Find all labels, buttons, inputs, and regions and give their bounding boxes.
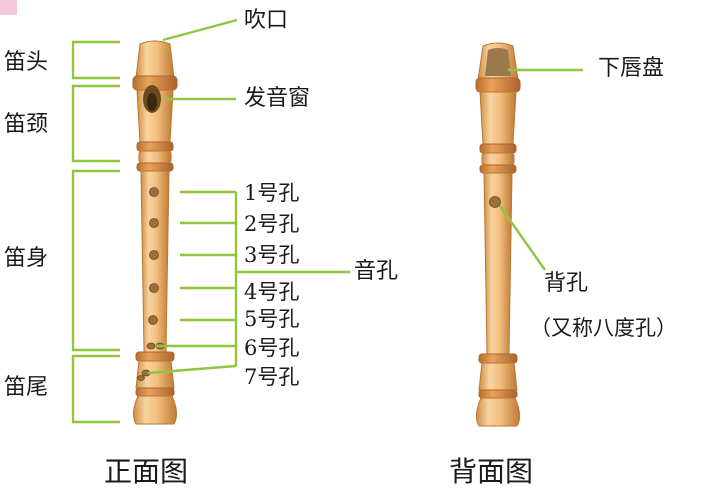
leader-back-hole bbox=[499, 205, 546, 271]
label-neck: 笛颈 bbox=[4, 112, 49, 137]
label-back-hole: 背孔 bbox=[544, 271, 589, 296]
label-mouthpiece: 吹口 bbox=[244, 8, 289, 33]
bracket-neck bbox=[71, 84, 120, 163]
front-recorder bbox=[132, 40, 178, 425]
label-hole-1: 1号孔 bbox=[244, 181, 300, 205]
lip-plate-shape bbox=[485, 48, 511, 76]
label-tone-holes: 音孔 bbox=[354, 259, 399, 284]
label-hole-4: 4号孔 bbox=[244, 280, 300, 304]
corner-tag bbox=[0, 0, 17, 15]
bracket-head bbox=[71, 40, 120, 80]
hole-4 bbox=[149, 283, 159, 293]
label-hole-3: 3号孔 bbox=[244, 243, 300, 267]
caption-back: 背面图 bbox=[449, 455, 534, 488]
label-back-hole-note: （又称八度孔） bbox=[530, 316, 677, 340]
back-hole bbox=[489, 196, 501, 208]
label-hole-2: 2号孔 bbox=[244, 212, 300, 236]
leader-mouthpiece bbox=[162, 18, 238, 42]
label-head: 笛头 bbox=[4, 50, 49, 75]
callout-lines bbox=[71, 18, 583, 424]
caption-front: 正面图 bbox=[104, 455, 189, 488]
hole-2 bbox=[149, 218, 159, 228]
hole-5 bbox=[148, 315, 158, 325]
label-hole-6: 6号孔 bbox=[244, 336, 300, 360]
label-hole-5: 5号孔 bbox=[244, 307, 300, 331]
label-body: 笛身 bbox=[4, 246, 49, 271]
back-recorder bbox=[475, 42, 521, 427]
bracket-tail bbox=[71, 354, 120, 424]
label-hole-7: 7号孔 bbox=[244, 365, 300, 389]
hole-3 bbox=[149, 250, 159, 260]
label-tail: 笛尾 bbox=[4, 375, 49, 400]
label-lip-plate: 下唇盘 bbox=[598, 56, 665, 81]
hole-1 bbox=[149, 187, 159, 197]
hole-6 bbox=[146, 342, 156, 350]
bracket-body bbox=[71, 169, 120, 352]
label-window: 发音窗 bbox=[244, 86, 311, 111]
